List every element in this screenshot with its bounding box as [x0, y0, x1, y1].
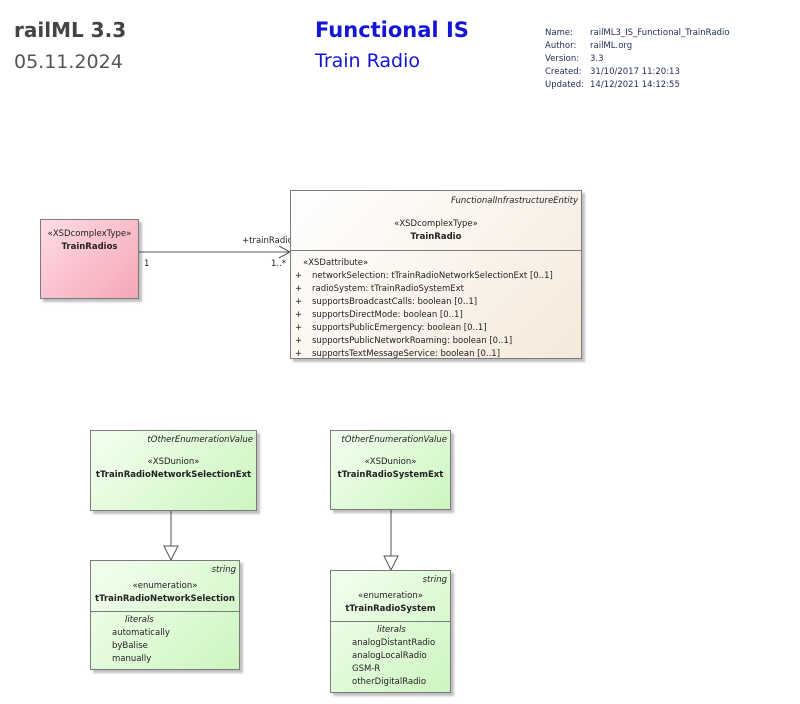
meta-key: Created: — [545, 67, 582, 77]
meta-value: 3.3 — [590, 54, 604, 64]
meta-row-updated: Updated: 14/12/2021 14:12:55 — [545, 79, 730, 92]
attribute-row[interactable]: + supportsPublicNetworkRoaming: boolean [… — [295, 335, 581, 348]
visibility-marker: + — [295, 310, 303, 320]
literals-compartment: literals analogDistantRadio analogLocalR… — [331, 621, 450, 689]
meta-value: railML.org — [590, 41, 633, 51]
class-stereotype: «XSDunion» — [147, 457, 200, 467]
attribute-text: supportsBroadcastCalls: boolean [0..1] — [312, 297, 478, 307]
class-stereotype: «enumeration» — [132, 581, 198, 591]
generalization-arrowhead-sys — [383, 555, 399, 572]
class-parent: FunctionalInfrastructureEntity — [450, 196, 578, 206]
class-name: tTrainRadioSystemExt — [337, 470, 444, 480]
class-parent: tOtherEnumerationValue — [341, 435, 447, 445]
visibility-marker: + — [295, 271, 303, 281]
generalization-arrowhead-net-sel — [163, 545, 179, 562]
literal-item[interactable]: automatically — [112, 628, 170, 638]
class-name: tTrainRadioNetworkSelectionExt — [95, 470, 252, 480]
meta-key: Name: — [545, 28, 573, 38]
literal-item[interactable]: otherDigitalRadio — [352, 677, 427, 687]
association-target-multiplicity: 1..* — [271, 259, 287, 269]
page-title: Functional IS — [315, 18, 469, 42]
literal-item[interactable]: GSM-R — [352, 664, 381, 674]
visibility-marker: + — [295, 284, 303, 294]
meta-value: 31/10/2017 11:20:13 — [590, 67, 680, 77]
enum-train-radio-network-selection[interactable]: string «enumeration» tTrainRadioNetworkS… — [90, 560, 240, 670]
literals-compartment: literals automatically byBalise manually — [91, 611, 239, 666]
attributes-stereotype: «XSDattribute» — [303, 258, 369, 268]
attribute-row[interactable]: + supportsPublicEmergency: boolean [0..1] — [295, 322, 581, 335]
class-stereotype: «XSDcomplexType» — [394, 219, 478, 229]
class-name: tTrainRadioSystem — [345, 604, 436, 614]
class-train-radio-network-selection-ext[interactable]: tOtherEnumerationValue «XSDunion» tTrain… — [90, 430, 257, 511]
diagram-date: 05.11.2024 — [14, 51, 123, 73]
meta-value: 14/12/2021 14:12:55 — [590, 80, 680, 90]
attribute-row[interactable]: + supportsTextMessageService: boolean [0.… — [295, 348, 581, 361]
literal-item[interactable]: analogDistantRadio — [352, 638, 436, 648]
attribute-text: supportsPublicEmergency: boolean [0..1] — [312, 323, 487, 333]
visibility-marker: + — [295, 336, 303, 346]
class-parent: string — [422, 575, 447, 585]
class-parent: string — [211, 565, 236, 575]
meta-row-name: Name: railML3_IS_Functional_TrainRadio — [545, 27, 730, 40]
attribute-text: supportsDirectMode: boolean [0..1] — [312, 310, 463, 320]
meta-key: Author: — [545, 41, 577, 51]
page-subtitle: Train Radio — [315, 50, 421, 72]
attribute-text: networkSelection: tTrainRadioNetworkSele… — [312, 271, 553, 281]
diagram-metadata: Name: railML3_IS_Functional_TrainRadio Au… — [545, 27, 730, 92]
class-stereotype: «XSDunion» — [364, 457, 417, 467]
class-train-radios[interactable]: «XSDcomplexType» TrainRadios — [40, 219, 139, 299]
literals-label: literals — [377, 625, 406, 635]
meta-row-author: Author: railML.org — [545, 40, 730, 53]
class-name: tTrainRadioNetworkSelection — [95, 594, 235, 604]
meta-value: railML3_IS_Functional_TrainRadio — [590, 28, 730, 38]
meta-row-created: Created: 31/10/2017 11:20:13 — [545, 66, 730, 79]
class-stereotype: «enumeration» — [358, 591, 423, 601]
attribute-row[interactable]: + networkSelection: tTrainRadioNetworkSel… — [295, 270, 581, 283]
class-stereotype: «XSDcomplexType» — [47, 229, 132, 239]
class-train-radio[interactable]: FunctionalInfrastructureEntity «XSDcompl… — [290, 190, 582, 359]
attribute-row[interactable]: + supportsDirectMode: boolean [0..1] — [295, 309, 581, 322]
class-attributes-compartment: «XSDattribute» + networkSelection: tTrain… — [291, 250, 581, 361]
association-source-multiplicity: 1 — [144, 259, 150, 269]
class-name: TrainRadio — [410, 232, 462, 242]
meta-key: Version: — [545, 54, 580, 64]
literals-label: literals — [125, 615, 154, 625]
attribute-text: supportsTextMessageService: boolean [0..… — [312, 349, 501, 359]
attribute-row[interactable]: + supportsBroadcastCalls: boolean [0..1] — [295, 296, 581, 309]
literal-item[interactable]: manually — [112, 654, 152, 664]
attribute-text: supportsPublicNetworkRoaming: boolean [0… — [312, 336, 513, 346]
visibility-marker: + — [295, 349, 303, 359]
association-role-label: +trainRadio — [242, 236, 293, 246]
literal-item[interactable]: analogLocalRadio — [352, 651, 427, 661]
attribute-row[interactable]: + radioSystem: tTrainRadioSystemExt — [295, 283, 581, 296]
literal-item[interactable]: byBalise — [112, 641, 148, 651]
class-name: TrainRadios — [61, 242, 118, 252]
meta-row-version: Version: 3.3 — [545, 53, 730, 66]
class-parent: tOtherEnumerationValue — [147, 435, 253, 445]
class-train-radio-system-ext[interactable]: tOtherEnumerationValue «XSDunion» tTrain… — [330, 430, 451, 510]
attribute-text: radioSystem: tTrainRadioSystemExt — [312, 284, 464, 294]
visibility-marker: + — [295, 323, 303, 333]
enum-train-radio-system[interactable]: string «enumeration» tTrainRadioSystem l… — [330, 570, 451, 693]
meta-key: Updated: — [545, 80, 585, 90]
visibility-marker: + — [295, 297, 303, 307]
diagram-standard-title: railML 3.3 — [14, 18, 127, 42]
